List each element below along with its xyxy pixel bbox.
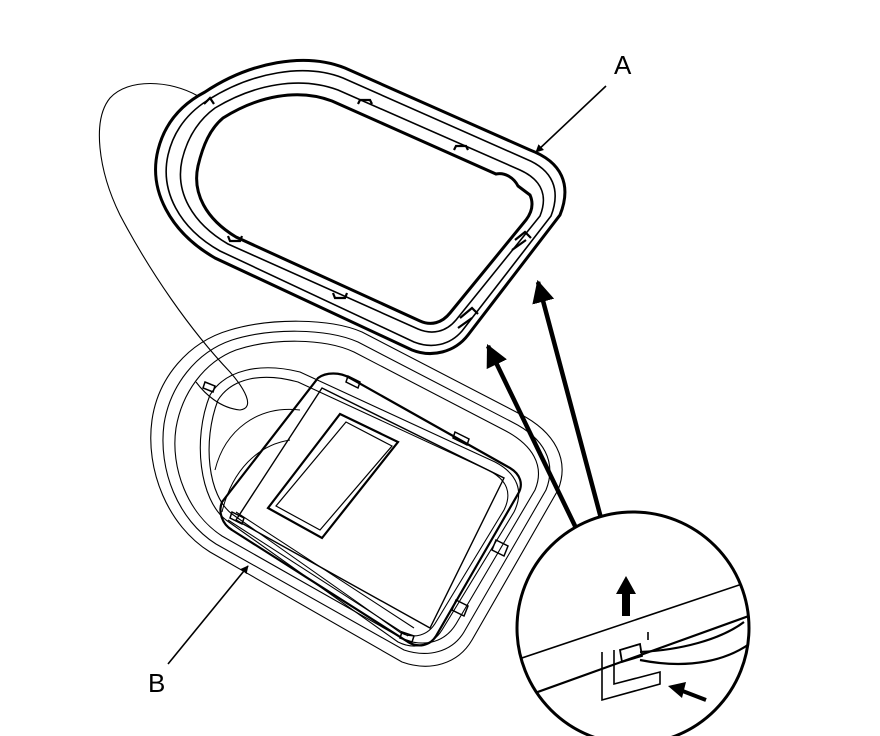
bezel-a-clip xyxy=(226,235,244,243)
housing-rim-2 xyxy=(162,330,551,654)
bezel-a-inner-lip xyxy=(179,82,545,333)
detail-pointer-arrow xyxy=(485,343,579,529)
bezel-a-outer-lip xyxy=(165,70,556,347)
detail-panel-edge xyxy=(517,610,749,704)
detail-panel-edge xyxy=(517,577,749,663)
detail-clip-slot xyxy=(618,642,644,664)
detail-trim-curve xyxy=(639,621,745,654)
housing-tab xyxy=(399,631,415,643)
detail-magnifier xyxy=(515,510,751,736)
bezel-a-clip xyxy=(331,292,349,300)
pocket-insert-inner xyxy=(235,387,505,629)
bezel-a xyxy=(154,58,567,355)
callout-label-a: A xyxy=(614,50,632,80)
bezel-a-opening xyxy=(195,93,534,325)
housing-inner-wall xyxy=(199,367,520,647)
bezel-a-hook xyxy=(457,306,479,329)
detail-circle xyxy=(515,510,751,736)
housing-inner-wall-2 xyxy=(208,376,509,637)
bezel-a-clip xyxy=(357,98,373,105)
pocket-insert-outline xyxy=(219,372,522,647)
detail-clip-body xyxy=(601,650,661,702)
detail-trim-curve xyxy=(639,641,749,666)
bezel-a-outer-edge xyxy=(154,58,567,355)
console-housing-b xyxy=(150,320,563,667)
housing-outer-rim xyxy=(150,320,563,667)
pocket-insert xyxy=(219,372,522,647)
leader-line-a xyxy=(535,85,607,153)
detail-pointer-arrow xyxy=(532,279,605,523)
housing-tab xyxy=(202,381,216,393)
callout-label-b: B xyxy=(148,668,166,698)
housing-tab xyxy=(491,538,509,558)
detail-push-arrow xyxy=(668,682,707,702)
pocket-window xyxy=(266,412,400,540)
bezel-a-hook xyxy=(511,230,532,251)
detail-up-arrow xyxy=(616,576,636,616)
housing-floor-curve xyxy=(221,439,291,513)
housing-rim-3 xyxy=(174,340,539,644)
pocket-window-inner xyxy=(275,421,393,531)
bezel-a-clip xyxy=(453,144,469,151)
leader-loop xyxy=(98,83,249,411)
housing-tab xyxy=(345,374,361,390)
leader-line-b xyxy=(167,565,249,665)
bezel-a-clip xyxy=(203,96,215,105)
housing-floor-curve xyxy=(214,408,301,471)
